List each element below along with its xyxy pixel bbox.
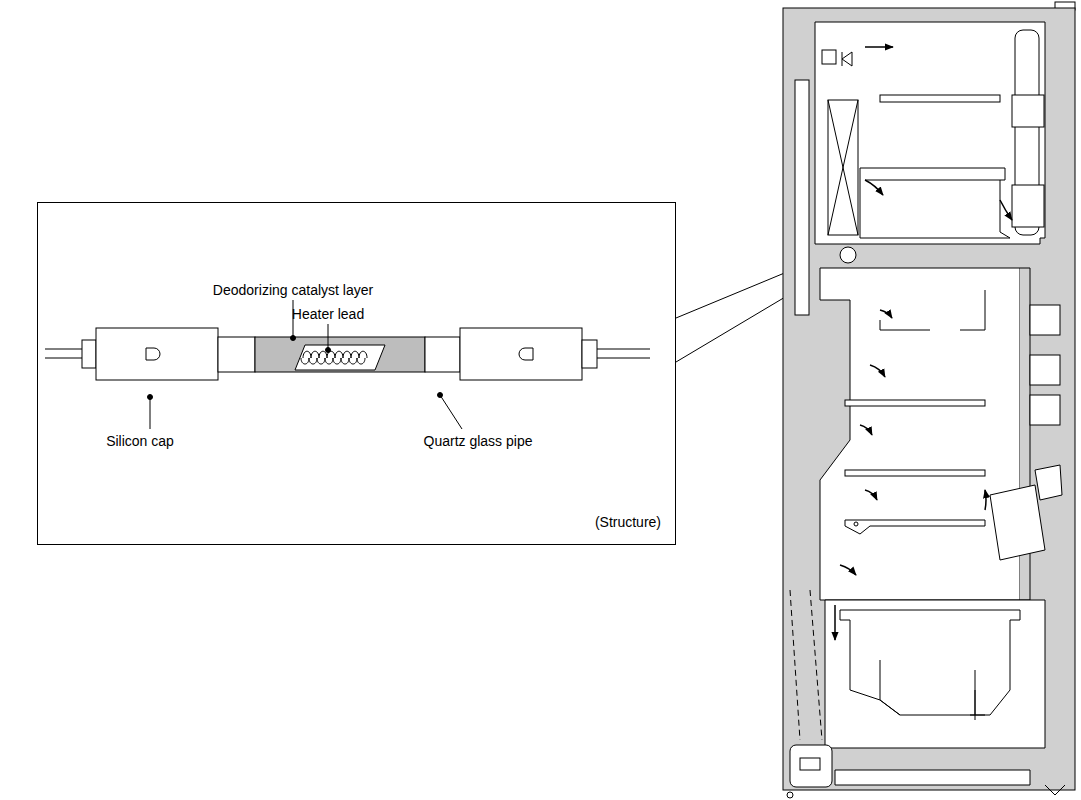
refrigerator [800, 758, 820, 770]
deodorizer-pipe [146, 348, 160, 360]
airflow-arrow [865, 46, 893, 48]
refrigerator [1045, 785, 1065, 795]
refrigerator [840, 247, 856, 263]
deodorizer-pipe [582, 340, 597, 368]
deodorizer-pipe [218, 337, 255, 372]
leader-line [440, 395, 462, 429]
refrigerator [825, 600, 1045, 748]
inset-caption: (Structure) [595, 514, 661, 530]
refrigerator [845, 520, 985, 534]
deodorizer-pipe [255, 337, 425, 372]
part-name: Deodorizing catalyst layer [213, 282, 373, 298]
leader-line [148, 250, 845, 429]
airflow-arrow [880, 310, 892, 318]
deodorizer-pipe [597, 358, 650, 359]
refrigerator [835, 770, 1030, 785]
refrigerator [1035, 465, 1062, 500]
refrigerator [828, 100, 858, 235]
airflow-arrow [870, 365, 885, 377]
refrigerator [880, 660, 975, 720]
refrigerator [845, 400, 985, 406]
refrigerator [1012, 185, 1044, 227]
refrigerator [790, 590, 800, 740]
refrigerator [854, 522, 858, 526]
leader-line [328, 324, 329, 350]
deodorizer-pipe [301, 351, 367, 364]
refrigerator [860, 168, 1010, 238]
airflow-arrow [840, 565, 856, 575]
leader-line [326, 348, 331, 353]
deodorizer-pipe [519, 348, 533, 360]
leader-line [438, 393, 443, 398]
refrigerator [790, 745, 832, 787]
refrigerator [783, 8, 1075, 790]
leader-line [150, 397, 151, 429]
deodorizer-pipe [45, 328, 650, 380]
airflow-arrow [985, 490, 986, 510]
refrigerator [1030, 355, 1060, 385]
airflow-arrow [865, 490, 877, 500]
refrigerator [880, 95, 1000, 102]
refrigerator [845, 470, 985, 476]
refrigerator [970, 670, 985, 715]
deodorizer-pipe [295, 345, 385, 370]
airflow-arrow [835, 47, 1012, 640]
deodorizer-pipe [597, 349, 650, 350]
part-name: Quartz glass pipe [424, 433, 533, 449]
deodorizer-pipe [45, 358, 82, 359]
refrigerator [1030, 395, 1060, 425]
refrigerator [810, 590, 822, 740]
refrigerator [840, 610, 1020, 715]
refrigerator [783, 2, 1075, 798]
deodorizer-pipe [460, 328, 582, 380]
refrigerator [960, 290, 985, 330]
leader-line [291, 336, 296, 341]
refrigerator [828, 100, 858, 235]
deodorizer-pipe [425, 337, 460, 372]
inset-frame: (Structure) [37, 202, 676, 545]
refrigerator [787, 792, 793, 798]
airflow-arrow [860, 425, 872, 435]
deodorizer-pipe [96, 328, 218, 380]
refrigerator [865, 180, 1000, 181]
refrigerator [815, 22, 1045, 244]
leader-line [148, 395, 153, 400]
part-name: Silicon cap [106, 433, 174, 449]
part-name: Heater lead [292, 306, 364, 322]
refrigerator [1012, 95, 1044, 127]
refrigerator [1030, 305, 1060, 335]
deodorizer-pipe [45, 349, 82, 350]
refrigerator [820, 268, 1020, 600]
refrigerator [842, 52, 852, 66]
refrigerator [990, 485, 1045, 560]
refrigerator [795, 80, 809, 315]
refrigerator [822, 50, 836, 64]
airflow-arrow [865, 180, 883, 195]
airflow-arrow [1000, 200, 1012, 220]
airflow-arrow [834, 605, 836, 640]
refrigerator [880, 320, 930, 330]
deodorizer-pipe [82, 340, 96, 368]
